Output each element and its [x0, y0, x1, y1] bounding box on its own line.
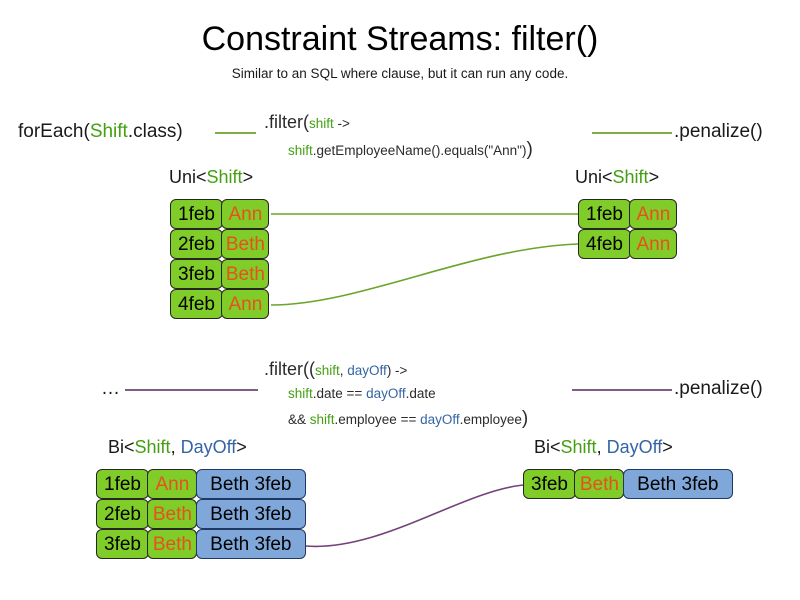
tuple-row[interactable]: 3feb Beth: [170, 259, 270, 289]
bi-right-label-type-b: DayOff: [606, 437, 663, 457]
wire-bi-3feb: [304, 484, 524, 548]
tuple-dayoff: Beth 3feb: [195, 469, 306, 499]
tuple-employee: Beth: [221, 229, 270, 259]
bi-line3-var-b: dayOff: [420, 412, 460, 427]
bi-left-label-type-b: DayOff: [180, 437, 237, 457]
uni-filter-param: shift: [309, 116, 334, 131]
tuple-date: 1feb: [96, 469, 149, 499]
tuple-employee: Ann: [221, 199, 270, 229]
tuple-date: 3feb: [170, 259, 223, 289]
tuple-row[interactable]: 1feb Ann: [170, 199, 270, 229]
bi-line2-var-a: shift: [288, 386, 313, 401]
bi-penalize: .penalize(): [674, 378, 763, 399]
uni-source-head: forEach(: [18, 121, 90, 142]
tuple-employee: Ann: [629, 229, 678, 259]
bi-right-label-type-a: Shift: [560, 437, 597, 457]
tuple-row[interactable]: 3feb Beth Beth 3feb: [523, 469, 733, 499]
bi-right-label-pre: Bi<: [534, 437, 561, 457]
tuple-date: 1feb: [170, 199, 223, 229]
bi-line3-mid: .employee ==: [334, 412, 421, 427]
bi-left-label-type-a: Shift: [134, 437, 171, 457]
bi-filter-param-a: shift: [315, 363, 340, 378]
bi-line3-lead: &&: [288, 412, 310, 427]
bi-filter-arrow: ) ->: [386, 363, 408, 378]
uni-filter-body-var: shift: [288, 143, 313, 158]
uni-source-type: Shift: [89, 121, 128, 142]
uni-filter-body-rest: .getEmployeeName().equals("Ann"): [312, 143, 527, 158]
uni-right-label-post: >: [648, 167, 660, 187]
uni-filter-head: .filter(: [264, 112, 309, 132]
uni-left-label-post: >: [242, 167, 254, 187]
tuple-row[interactable]: 4feb Ann: [170, 289, 270, 319]
bi-filter-param-b: dayOff: [347, 363, 387, 378]
tuple-employee: Ann: [629, 199, 678, 229]
tuple-row[interactable]: 3feb Beth Beth 3feb: [96, 529, 306, 559]
tuple-employee: Beth: [147, 499, 198, 529]
tuple-employee: Ann: [147, 469, 198, 499]
uni-left-type-label: Uni<Shift>: [169, 167, 253, 188]
bi-right-label-comma: ,: [596, 437, 607, 457]
uni-right-label-pre: Uni<: [575, 167, 613, 187]
tuple-dayoff: Beth 3feb: [195, 529, 306, 559]
uni-penalize: .penalize(): [674, 121, 763, 142]
page-title: Constraint Streams: filter(): [201, 20, 599, 58]
uni-left-label-pre: Uni<: [169, 167, 207, 187]
uni-source-tail: .class): [127, 121, 183, 142]
uni-source-expression: forEach(Shift.class): [18, 121, 183, 143]
bi-left-type-label: Bi<Shift, DayOff>: [108, 437, 247, 458]
bi-filter-close: ): [521, 408, 529, 429]
tuple-date: 2feb: [96, 499, 149, 529]
tuple-employee: Beth: [221, 259, 270, 289]
bi-line2-tail: .date: [405, 386, 436, 401]
bi-left-label-comma: ,: [170, 437, 181, 457]
page-subtitle: Similar to an SQL where clause, but it c…: [231, 66, 569, 81]
tuple-row[interactable]: 4feb Ann: [578, 229, 678, 259]
uni-filter-arrow: ->: [333, 116, 350, 131]
bi-filter-line2: shift.date == dayOff.date: [288, 386, 436, 401]
tuple-row[interactable]: 2feb Beth Beth 3feb: [96, 499, 306, 529]
uni-right-type-label: Uni<Shift>: [575, 167, 659, 188]
bi-filter-line3: && shift.employee == dayOff.employee): [288, 408, 528, 430]
tuple-date: 2feb: [170, 229, 223, 259]
tuple-employee: Beth: [574, 469, 625, 499]
uni-right-label-type: Shift: [612, 167, 649, 187]
bi-left-label-pre: Bi<: [108, 437, 135, 457]
wire-uni-4feb: [270, 243, 579, 306]
tuple-dayoff: Beth 3feb: [195, 499, 306, 529]
tuple-employee: Beth: [147, 529, 198, 559]
uni-filter-line1: .filter(shift ->: [264, 112, 350, 133]
bi-filter-comma: ,: [339, 363, 348, 378]
uni-filter-line2: shift.getEmployeeName().equals("Ann")): [288, 139, 533, 161]
uni-filter-close: ): [526, 139, 533, 160]
bi-line3-var-a: shift: [309, 412, 335, 427]
uni-left-label-type: Shift: [206, 167, 243, 187]
tuple-row[interactable]: 2feb Beth: [170, 229, 270, 259]
bi-source-ellipsis: …: [101, 378, 121, 399]
bi-filter-head: .filter((: [264, 359, 315, 379]
bi-line2-mid: .date ==: [312, 386, 367, 401]
tuple-dayoff: Beth 3feb: [622, 469, 733, 499]
bi-left-label-post: >: [236, 437, 247, 457]
bi-line3-tail: .employee: [459, 412, 522, 427]
tuple-date: 4feb: [578, 229, 631, 259]
bi-filter-line1: .filter((shift, dayOff) ->: [264, 359, 407, 380]
tuple-row[interactable]: 1feb Ann: [578, 199, 678, 229]
tuple-employee: Ann: [221, 289, 270, 319]
tuple-date: 3feb: [523, 469, 576, 499]
bi-right-label-post: >: [662, 437, 673, 457]
tuple-date: 3feb: [96, 529, 149, 559]
bi-line2-var-b: dayOff: [366, 386, 406, 401]
tuple-date: 4feb: [170, 289, 223, 319]
tuple-row[interactable]: 1feb Ann Beth 3feb: [96, 469, 306, 499]
tuple-date: 1feb: [578, 199, 631, 229]
bi-right-type-label: Bi<Shift, DayOff>: [534, 437, 673, 458]
